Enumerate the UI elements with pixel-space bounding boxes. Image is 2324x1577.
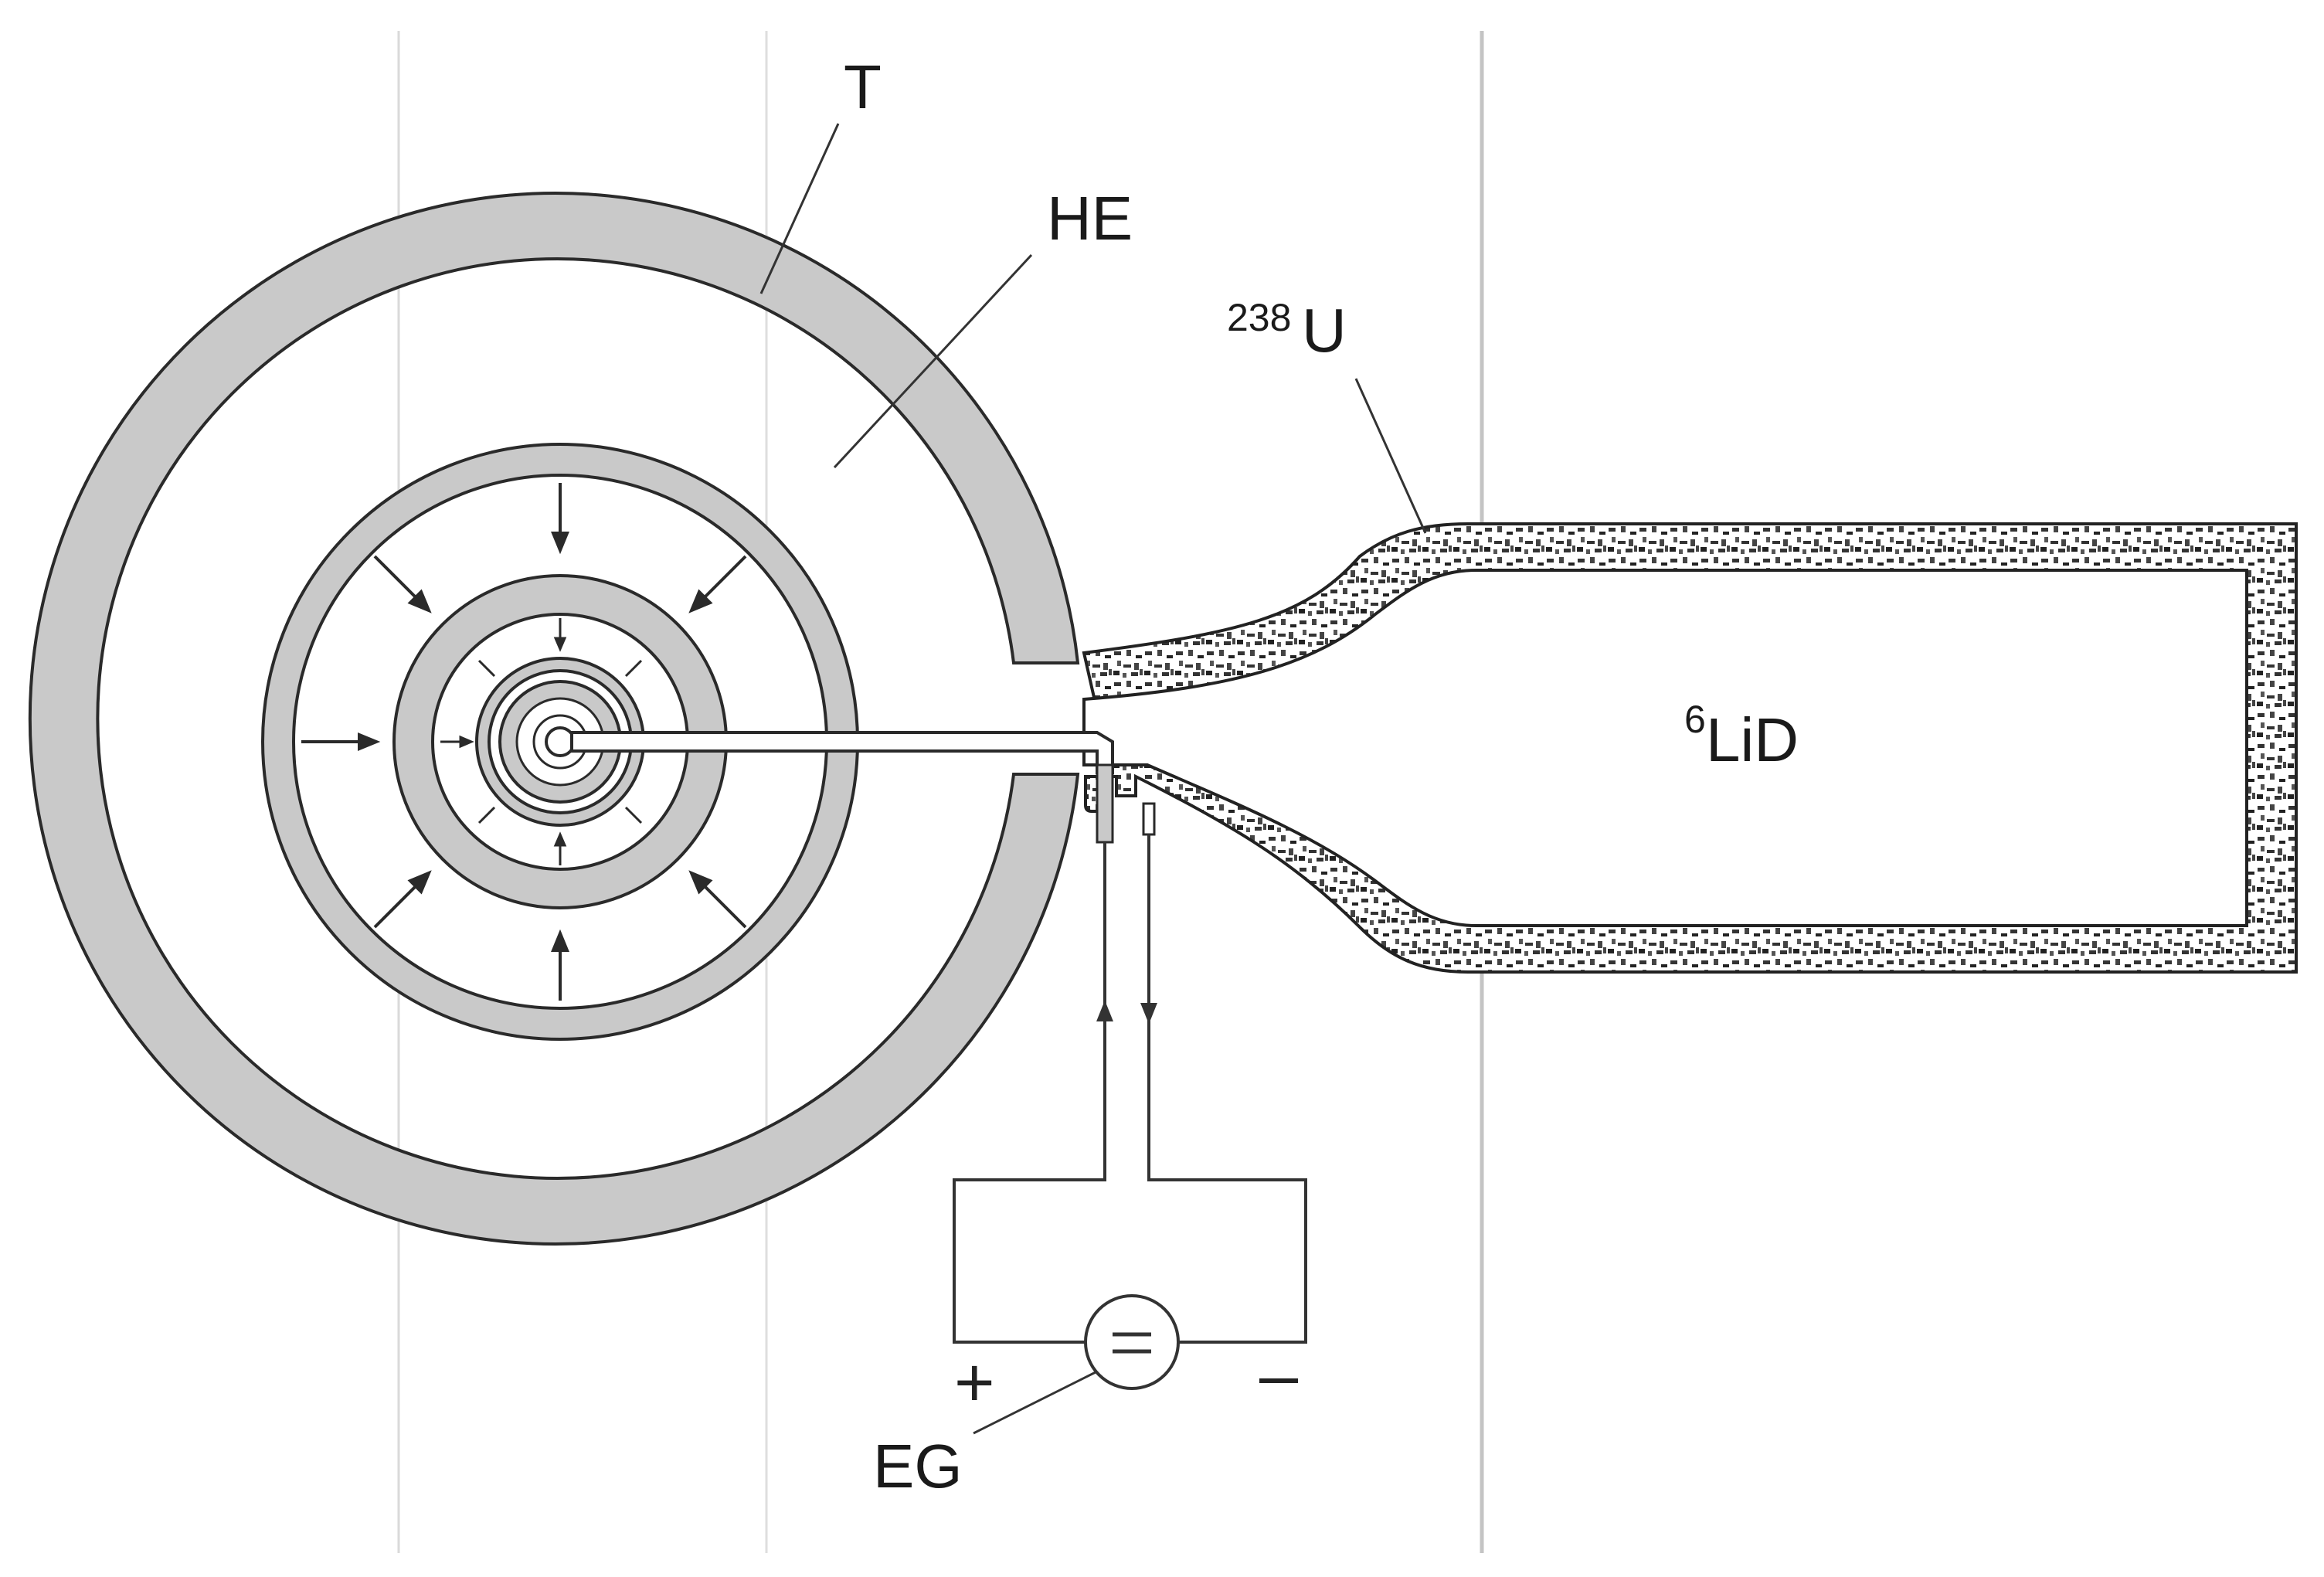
label-lithium-deuteride: LiD [1706,705,1799,774]
label-lithium-superscript: 6 [1684,698,1706,741]
inner-arrows [440,618,643,865]
tamper-shell [28,192,1080,1246]
implosion-arrows [301,483,747,1001]
label-uranium-superscript: 238 [1227,296,1291,339]
generator-symbol [1084,1294,1180,1390]
label-high-explosive: HE [1047,184,1133,253]
lithium-deuteride-fill [1082,569,2248,927]
leader-lines [759,123,1427,1435]
core-center [545,726,576,757]
label-plus: + [954,1344,995,1422]
generator-equals-icon [1113,1332,1151,1354]
firing-circuit [953,834,1307,1344]
label-tamper: T [844,53,882,121]
primary-assembly [28,192,1080,1246]
label-electric-generator: EG [873,1432,963,1501]
label-uranium: U [1302,296,1347,365]
detonator-line [570,731,1156,844]
label-minus: – [1259,1337,1299,1414]
secondary-assembly [1082,522,2298,974]
